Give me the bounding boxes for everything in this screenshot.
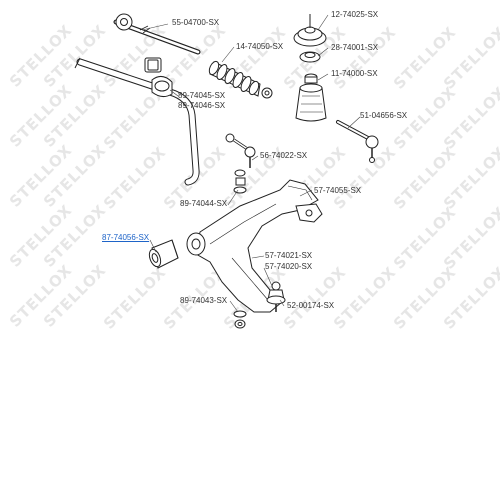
part-label-57-74055[interactable]: 57-74055-SX <box>314 186 362 195</box>
leader-line <box>347 116 361 129</box>
ball-joint-part <box>266 281 286 312</box>
leader-line <box>251 155 259 161</box>
part-label-11-74000[interactable]: 11-74000-SX <box>331 69 378 78</box>
part-label-89-74045[interactable]: 89-74045-SX <box>178 91 226 100</box>
leader-line <box>317 47 329 57</box>
leader-line <box>299 189 313 197</box>
part-label-28-74001[interactable]: 28-74001-SX <box>331 43 379 52</box>
part-label-57-74021[interactable]: 57-74021-SX <box>265 251 313 260</box>
tie-rod-end-part <box>336 120 379 163</box>
stabilizer-link-part <box>225 133 256 168</box>
part-label-51-04656[interactable]: 51-04656-SX <box>360 111 408 120</box>
leader-line <box>279 299 285 307</box>
stabilizer-bushing-part <box>144 57 173 98</box>
part-label-56-74022[interactable]: 56-74022-SX <box>260 151 308 160</box>
stabilizer-bar-part <box>74 57 200 186</box>
control-arm-bushing-part <box>148 239 179 269</box>
lower-washer-part <box>233 310 247 329</box>
leader-line <box>169 89 179 97</box>
inner-tie-rod-part <box>113 13 201 55</box>
strut-mount-part <box>293 14 327 47</box>
strut-boot-part <box>295 73 327 122</box>
leader-line <box>317 14 329 31</box>
leader-line <box>221 46 235 63</box>
leader-line <box>317 73 329 81</box>
part-label-87-74056-highlighted[interactable]: 87-74056-SX <box>102 233 150 242</box>
part-label-55-04700[interactable]: 55-04700-SX <box>172 18 220 27</box>
lower-control-arm-part <box>186 179 323 313</box>
leader-line <box>149 239 157 253</box>
leader-line <box>263 267 273 287</box>
leader-line <box>227 189 239 206</box>
part-label-52-00174[interactable]: 52-00174-SX <box>287 301 335 310</box>
stabilizer-washer-part <box>233 169 247 194</box>
part-label-14-74050[interactable]: 14-74050-SX <box>236 42 284 51</box>
strut-bearing-part <box>299 51 321 63</box>
leader-line <box>229 300 239 313</box>
part-label-89-74046[interactable]: 89-74046-SX <box>178 101 226 110</box>
part-label-89-74043[interactable]: 89-74043-SX <box>180 296 228 305</box>
part-label-89-74044[interactable]: 89-74044-SX <box>180 199 228 208</box>
part-label-12-74025[interactable]: 12-74025-SX <box>331 10 379 19</box>
leader-line <box>141 23 169 31</box>
steering-boot-part <box>208 60 273 99</box>
part-label-57-74020[interactable]: 57-74020-SX <box>265 262 313 271</box>
leader-line <box>251 255 265 259</box>
